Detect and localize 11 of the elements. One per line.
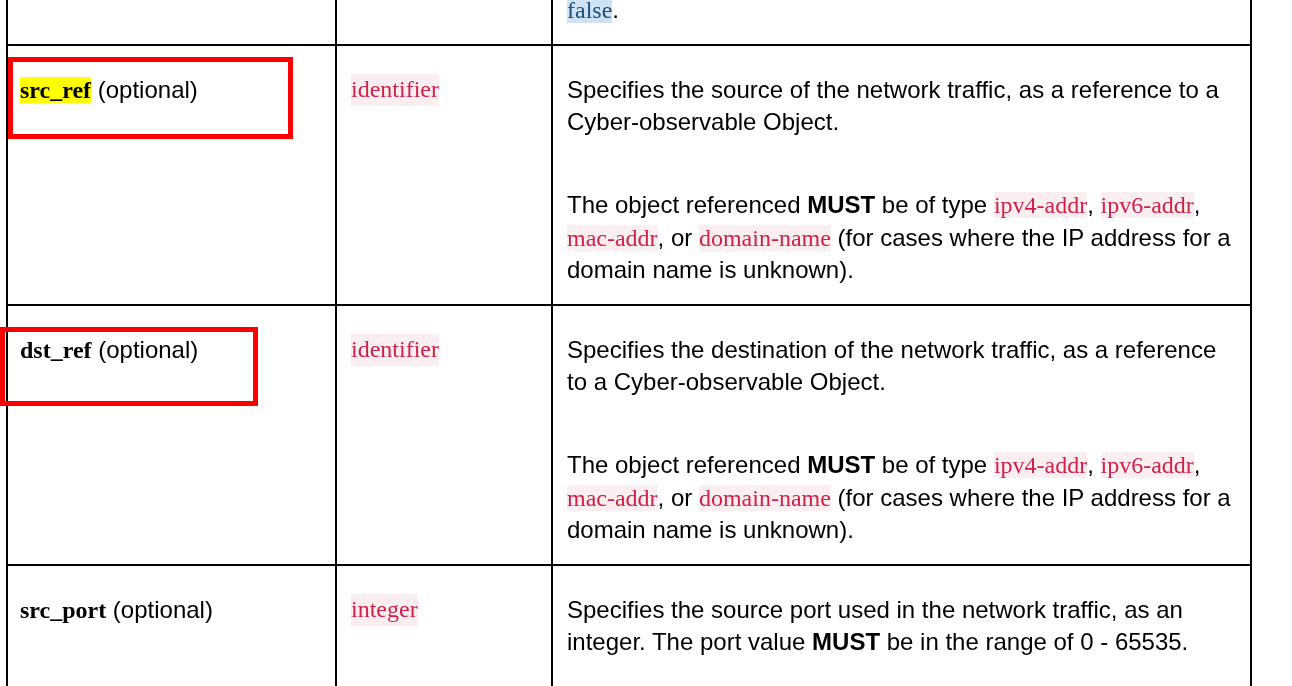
description-text: Specifies the destination of the network traffic, as a reference to a Cyber-observable Object. [567,335,1218,397]
property-name: dst_ref (optional) [20,335,199,365]
description-text: Specifies the source of the network traffic, as a reference to a Cyber-observable Object. [567,75,1220,137]
data-type: identifier [351,74,439,106]
property-name: src_port (optional) [20,595,213,625]
data-type: identifier [351,334,439,366]
value-text: false. [567,0,619,25]
description-text: The object referenced MUST be of type ipv4-addr, ipv6-addr, mac-addr, or domain-name (for cases where the IP address for a domain name is unknown). [567,450,1232,545]
data-type: integer [351,594,418,626]
description-text: The object referenced MUST be of type ipv4-addr, ipv6-addr, mac-addr, or domain-name (for cases where the IP address for a domain name is unknown). [567,190,1232,285]
description-text: Specifies the source port used in the network traffic, as an integer. The port value MUST be in the range of 0 - 65535. [567,595,1190,657]
